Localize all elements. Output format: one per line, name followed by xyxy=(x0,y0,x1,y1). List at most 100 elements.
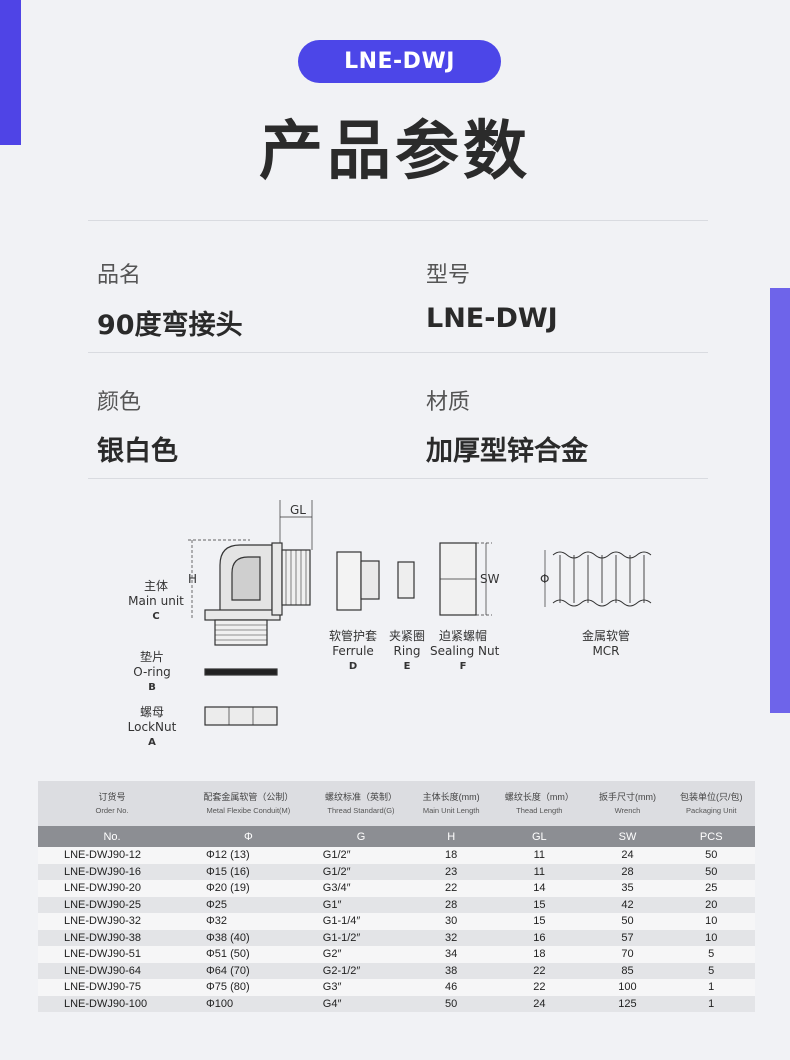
table-cell: 1 xyxy=(667,979,755,996)
table-cell: 70 xyxy=(587,946,668,963)
table-cell: 28 xyxy=(411,896,492,913)
header-en: Thead Length xyxy=(516,805,563,815)
table-cell: 34 xyxy=(411,946,492,963)
table-cell: 46 xyxy=(411,979,492,996)
table-cell: 1 xyxy=(667,995,755,1012)
table-cell: LNE-DWJ90-32 xyxy=(38,913,187,930)
sealing-nut-code: F xyxy=(459,661,467,672)
header-conduit: 配套金属软管（公制）Metal Flexibe Conduit(M) xyxy=(186,781,311,826)
table-cell: 57 xyxy=(587,929,668,946)
header-cn: 扳手尺寸(mm) xyxy=(598,791,656,802)
product-diagram: GL H SW Φ 主体 Main unit C 垫片 O-ring B 螺母 … xyxy=(100,495,700,760)
table-cell: 85 xyxy=(587,962,668,979)
table-cell: 11 xyxy=(491,847,588,864)
table-cell: G2-1/2″ xyxy=(310,962,412,979)
locknut-caption: 螺母 LockNut A xyxy=(126,703,178,748)
header-en: Packaging Unit xyxy=(686,805,737,815)
table-cell: 22 xyxy=(491,962,588,979)
table-cell: 50 xyxy=(667,847,755,864)
table-cell: 100 xyxy=(587,979,668,996)
header-thread: 螺纹标准（英制）Thread Standard(G) xyxy=(310,781,412,826)
divider xyxy=(88,352,708,353)
spec-name-label: 品名 xyxy=(97,263,142,288)
spec-table: 订货号 Order No. 配套金属软管（公制）Metal Flexibe Con… xyxy=(38,781,755,1012)
ring-code: E xyxy=(403,661,411,672)
table-cell: 15 xyxy=(491,913,588,930)
header-en: Order No. xyxy=(95,805,129,815)
table-cell: Φ32 xyxy=(186,913,311,930)
table-cell: 18 xyxy=(411,847,492,864)
table-cell: 15 xyxy=(491,896,588,913)
main-unit-caption: 主体 Main unit C xyxy=(126,577,186,622)
locknut-code: A xyxy=(148,737,156,748)
table-cell: G1/2″ xyxy=(310,847,412,864)
header-main-length: 主体长度(mm) Main Unit Length xyxy=(411,781,492,826)
table-cell: 50 xyxy=(587,913,668,930)
table-cell: 50 xyxy=(667,863,755,880)
table-cell: G1-1/4″ xyxy=(310,913,412,930)
table-cell: 24 xyxy=(587,847,668,864)
header-en: Thread Standard(G) xyxy=(327,805,395,815)
table-cell: 50 xyxy=(411,995,492,1012)
spec-name-value: 90度弯接头 xyxy=(97,310,243,341)
right-accent-bar xyxy=(770,288,790,713)
spec-material-label: 材质 xyxy=(426,390,471,415)
gl-label: GL xyxy=(290,503,306,517)
table-cell: LNE-DWJ90-38 xyxy=(38,929,187,946)
header-cn: 螺纹长度（mm） xyxy=(504,791,574,802)
table-cell: G1/2″ xyxy=(310,863,412,880)
symbol-cell: GL xyxy=(491,826,588,847)
header-cn: 包装单位(只/包) xyxy=(679,791,743,802)
locknut-en: LockNut xyxy=(127,720,177,734)
header-en: Main Unit Length xyxy=(422,805,480,815)
table-cell: 14 xyxy=(491,880,588,897)
header-order: 订货号 Order No. xyxy=(38,781,187,826)
left-accent-bar xyxy=(0,0,21,145)
locknut-cn: 螺母 xyxy=(139,705,164,719)
sealing-nut-en: Sealing Nut xyxy=(430,644,500,658)
main-unit-en: Main unit xyxy=(128,594,184,608)
table-cell: 38 xyxy=(411,962,492,979)
spec-model-value: LNE-DWJ xyxy=(426,303,558,334)
page-title: 产品参数 xyxy=(259,115,531,189)
ring-cn: 夹紧圈 xyxy=(388,629,425,643)
table-cell: 42 xyxy=(587,896,668,913)
table-cell: LNE-DWJ90-16 xyxy=(38,863,187,880)
spec-color-label: 颜色 xyxy=(97,390,142,415)
table-cell: 32 xyxy=(411,929,492,946)
table-cell: 10 xyxy=(667,913,755,930)
ferrule-caption: 软管护套 Ferrule D xyxy=(325,627,381,672)
table-cell: LNE-DWJ90-25 xyxy=(38,896,187,913)
ferrule-en: Ferrule xyxy=(332,644,374,658)
header-cn: 订货号 xyxy=(98,791,126,802)
table-cell: 16 xyxy=(491,929,588,946)
spec-model-label: 型号 xyxy=(426,263,471,288)
header-en: Wrench xyxy=(614,805,641,815)
table-cell: 24 xyxy=(491,995,588,1012)
table-cell: G3″ xyxy=(310,979,412,996)
mcr-caption: 金属软管 MCR xyxy=(576,627,636,658)
table-cell: G3/4″ xyxy=(310,880,412,897)
parameter-table: 订货号 Order No. 配套金属软管（公制）Metal Flexibe Con… xyxy=(38,781,755,1012)
header-thread-length: 螺纹长度（mm） Thead Length xyxy=(491,781,588,826)
table-cell: 5 xyxy=(667,962,755,979)
main-unit-code: C xyxy=(152,611,160,622)
table-cell: LNE-DWJ90-12 xyxy=(38,847,187,864)
table-cell: G1-1/2″ xyxy=(310,929,412,946)
table-cell: 22 xyxy=(491,979,588,996)
header-packaging: 包装单位(只/包) Packaging Unit xyxy=(667,781,755,826)
header-cn: 配套金属软管（公制） xyxy=(203,791,294,802)
sealing-nut-caption: 迫紧螺帽 Sealing Nut F xyxy=(430,627,500,672)
table-header-row: 订货号 Order No. 配套金属软管（公制）Metal Flexibe Con… xyxy=(38,781,755,826)
table-symbol-row: No. Φ G H GL SW PCS xyxy=(38,826,755,847)
symbol-cell: PCS xyxy=(667,826,755,847)
header-cn: 主体长度(mm) xyxy=(422,791,480,802)
table-cell: Φ25 xyxy=(186,896,311,913)
